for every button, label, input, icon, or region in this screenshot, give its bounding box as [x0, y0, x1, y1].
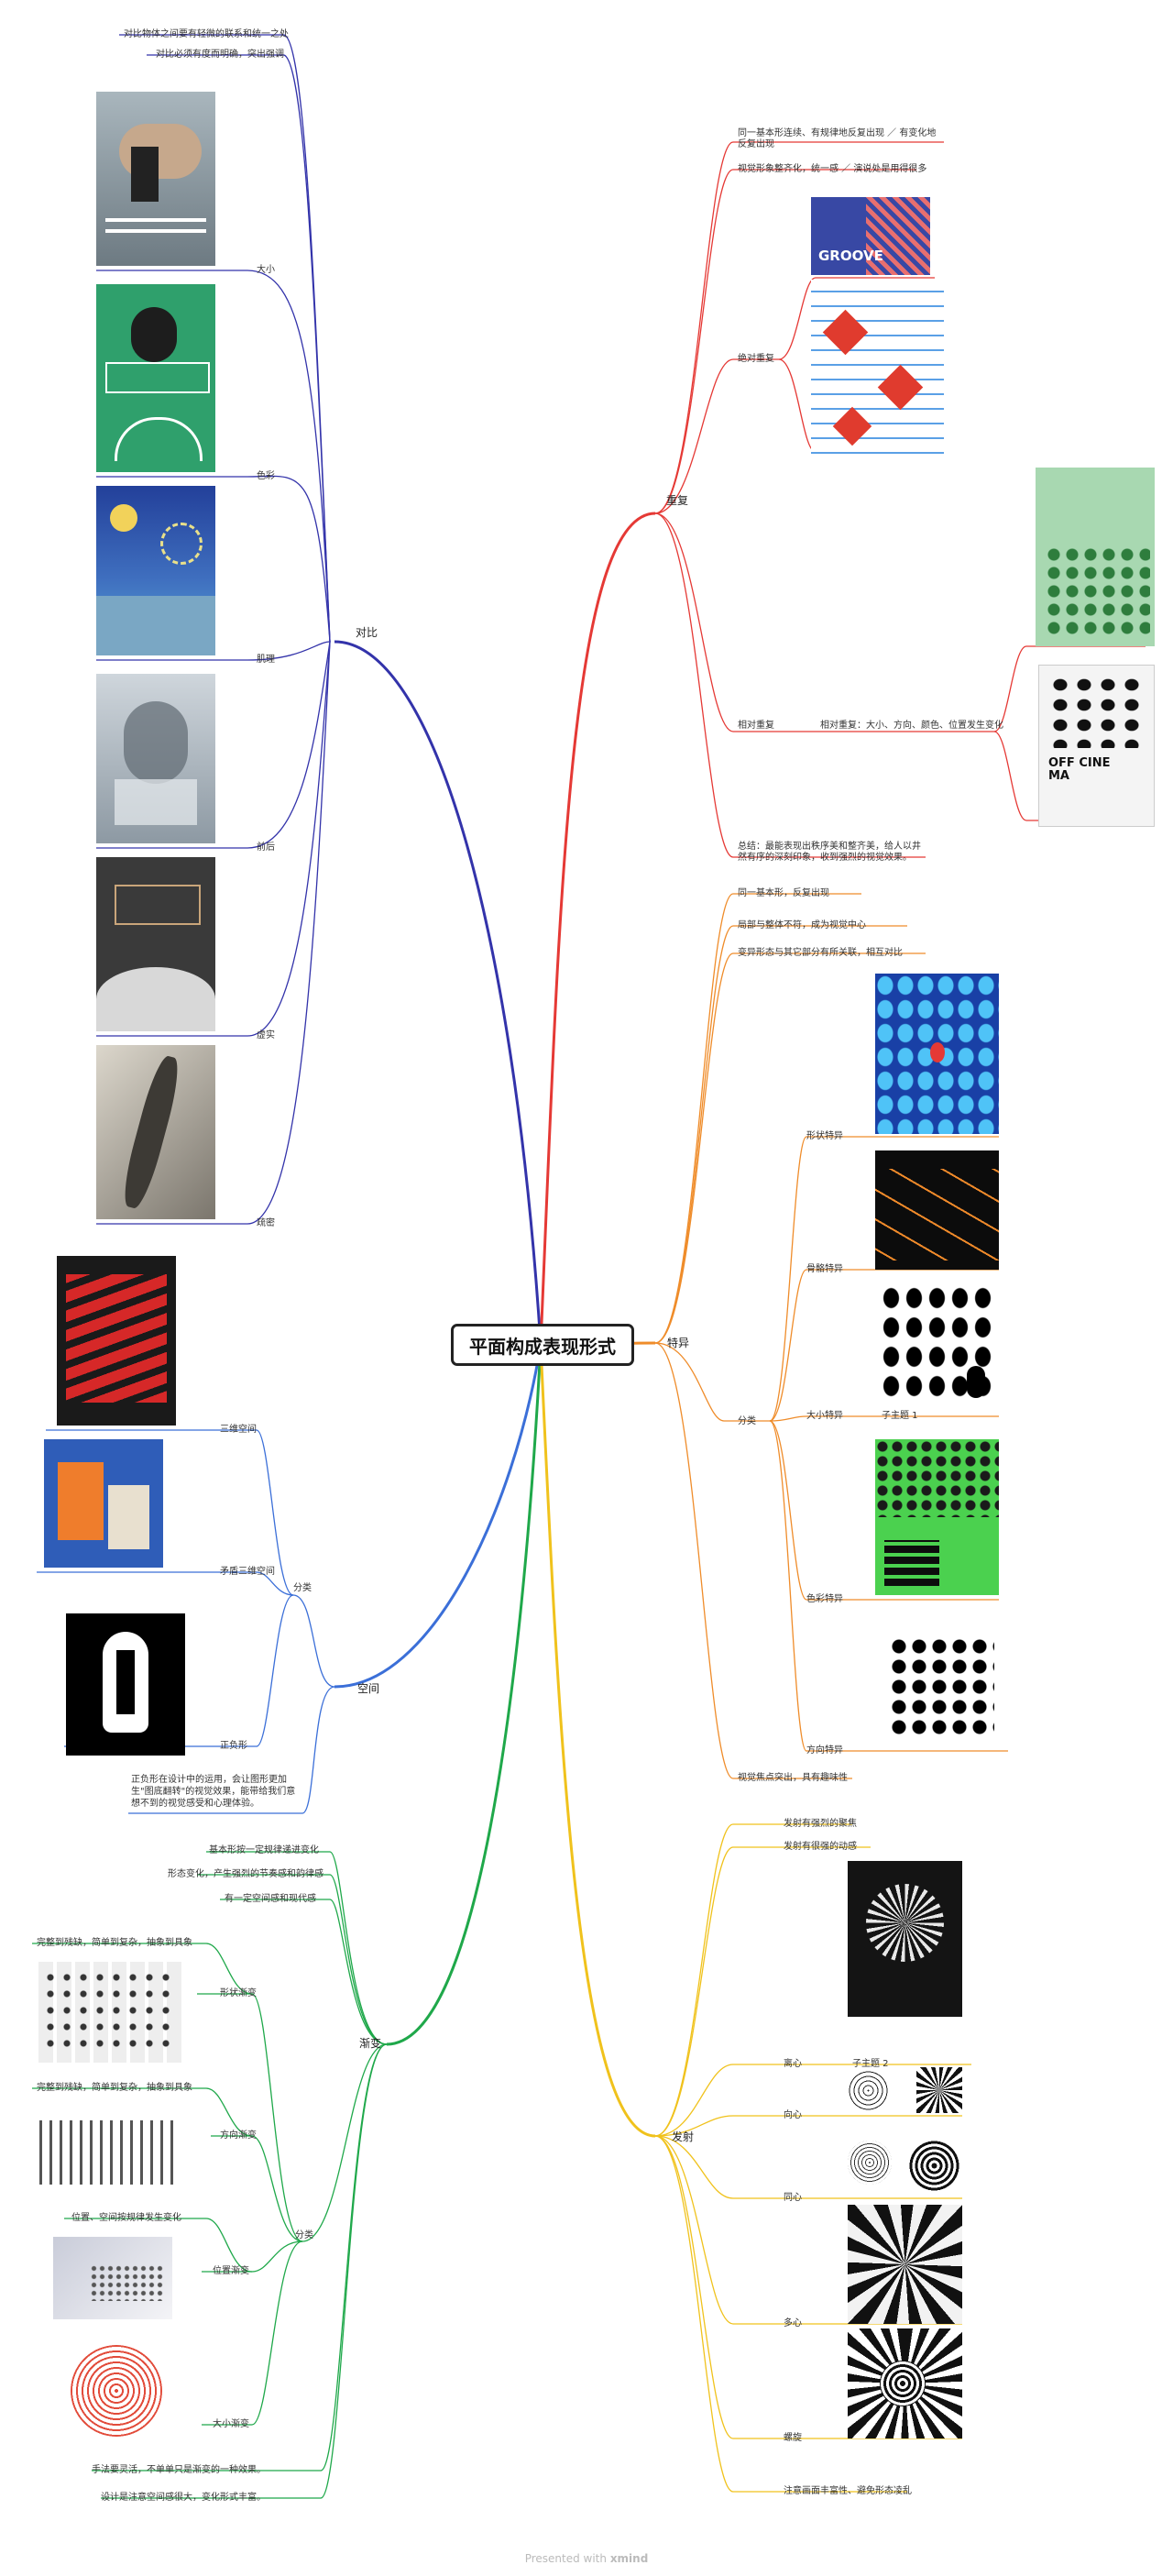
special-size-poster	[875, 1279, 999, 1403]
contrast-front-back-poster	[96, 674, 215, 843]
radiate-concentric-poster-2	[909, 2141, 959, 2191]
special-note-3: 变异形态与其它部分有所关联，相互对比	[738, 948, 903, 958]
contrast-item-solid-void: 虚实	[257, 1030, 275, 1040]
gradient-item-size: 大小渐变	[213, 2419, 249, 2429]
radiate-multicentric-poster	[848, 2205, 962, 2324]
contrast-density-poster	[96, 1045, 215, 1219]
space-item-positive-negative: 正负形	[220, 1741, 247, 1751]
special-note-1: 同一基本形，反复出现	[738, 888, 829, 898]
gradient-note-2: 形态变化，产生强烈的节奏感和韵律感	[168, 1869, 323, 1879]
gradient-shape-poster	[35, 1962, 181, 2063]
gradient-item-position: 位置渐变	[213, 2266, 249, 2276]
special-direction-poster	[889, 1636, 994, 1737]
radiate-spiral-poster	[848, 2328, 962, 2438]
contrast-texture-poster	[96, 486, 215, 655]
contrast-item-size: 大小	[257, 265, 275, 275]
contrast-solid-void-poster	[96, 857, 215, 1031]
special-category: 分类	[738, 1416, 756, 1426]
offcinema-text: OFF CINE MA	[1048, 756, 1111, 783]
presented-with-footer: Presented with xmind	[524, 2552, 649, 2565]
radiate-footer: 注意画面丰富性、避免形态凌乱	[784, 2486, 912, 2496]
groove-text: GROOVE	[818, 248, 883, 264]
branch-repeat[interactable]: 重复	[666, 494, 689, 507]
gradient-item-direction: 方向渐变	[220, 2130, 257, 2141]
gradient-sub-note-2: 完整到残缺，简单到复杂，抽象到具象	[37, 2083, 192, 2093]
contrast-item-density: 疏密	[257, 1218, 275, 1228]
repeat-absolute: 绝对重复	[738, 354, 774, 364]
contrast-item-color: 色彩	[257, 471, 275, 481]
contrast-note-2: 对比必须有度而明确，突出强调	[156, 50, 284, 60]
radiate-note-1: 发射有强烈的聚焦	[784, 1819, 857, 1829]
repeat-offcinema-poster: OFF CINE MA	[1038, 665, 1155, 827]
radiate-item-centripetal: 向心	[784, 2110, 802, 2120]
gradient-footer-note-1: 手法要灵活，不单单只是渐变的一种效果。	[92, 2465, 266, 2475]
special-item-direction: 方向特异	[806, 1745, 843, 1756]
special-footer: 视觉焦点突出，具有趣味性	[738, 1773, 848, 1783]
radiate-item-spiral: 螺旋	[784, 2433, 802, 2443]
repeat-dots-poster	[1036, 468, 1155, 646]
branch-special[interactable]: 特异	[667, 1337, 690, 1349]
radiate-item-centrifugal: 离心	[784, 2059, 802, 2069]
special-item-color: 色彩特异	[806, 1594, 843, 1604]
branch-gradient[interactable]: 渐变	[359, 2037, 382, 2050]
space-positive-negative-poster	[66, 1613, 185, 1756]
space-item-3d: 三维空间	[220, 1425, 257, 1435]
gradient-note-3: 有一定空间感和现代感	[225, 1894, 316, 1904]
repeat-relative-detail: 相对重复：大小、方向、颜色、位置发生变化	[820, 721, 1003, 731]
gradient-note-1: 基本形按一定规律递进变化	[209, 1845, 319, 1855]
space-3d-poster	[57, 1256, 176, 1426]
repeat-groove-poster: GROOVE	[811, 197, 930, 275]
repeat-relative: 相对重复	[738, 721, 774, 731]
radiate-centripetal-poster-2	[916, 2067, 962, 2113]
gradient-category: 分类	[295, 2230, 313, 2240]
special-color-poster	[875, 1439, 999, 1595]
gradient-direction-poster	[35, 2107, 181, 2198]
repeat-note-1: 同一基本形连续、有规律地反复出现 ／ 有变化地反复出现	[738, 128, 937, 149]
branch-contrast[interactable]: 对比	[356, 626, 378, 639]
repeat-fish-poster	[811, 280, 944, 454]
space-paradox-poster	[44, 1439, 163, 1568]
contrast-item-texture: 肌理	[257, 655, 275, 665]
root-topic[interactable]: 平面构成表现形式	[451, 1324, 634, 1366]
contrast-note-1: 对比物体之间要有轻微的联系和统一之处	[124, 29, 289, 39]
xmind-brand[interactable]: xmind	[609, 2552, 649, 2565]
gradient-position-poster	[53, 2237, 172, 2319]
branch-space[interactable]: 空间	[357, 1682, 380, 1695]
radiate-centripetal-poster-1	[848, 2070, 889, 2111]
radiate-concentric-poster-1	[848, 2141, 892, 2185]
contrast-color-poster	[96, 284, 215, 472]
special-item-skeleton: 骨骼特异	[806, 1264, 843, 1274]
radiate-note-2: 发射有很强的动感	[784, 1842, 857, 1852]
contrast-size-poster	[96, 92, 215, 266]
branch-radiate[interactable]: 发射	[672, 2130, 695, 2143]
space-category: 分类	[293, 1583, 312, 1593]
repeat-summary: 总结：最能表现出秩序美和整齐美，给人以井然有序的深刻印象，收到强烈的视觉效果。	[738, 842, 921, 863]
space-item-paradox: 矛盾三维空间	[220, 1567, 275, 1577]
radiate-item-multicentric: 多心	[784, 2318, 802, 2328]
special-skeleton-poster	[875, 1150, 999, 1270]
gradient-size-poster	[57, 2336, 176, 2450]
gradient-footer-note-2: 设计是注意空间感很大，变化形式丰富。	[101, 2493, 266, 2503]
special-subtopic: 子主题 1	[882, 1411, 918, 1421]
gradient-item-shape: 形状渐变	[220, 1988, 257, 1998]
radiate-centrifugal-poster	[848, 1861, 962, 2017]
gradient-sub-note-1: 完整到残缺，简单到复杂，抽象到具象	[37, 1938, 192, 1948]
gradient-sub-note-3: 位置、空间按规律发生变化	[71, 2213, 181, 2223]
repeat-note-2: 视觉形象整齐化，统一感 ／ 演说处是用得很多	[738, 164, 927, 174]
special-shape-poster	[875, 974, 999, 1134]
contrast-item-front-back: 前后	[257, 842, 275, 853]
radiate-subtopic: 子主题 2	[852, 2059, 889, 2069]
special-item-size: 大小特异	[806, 1411, 843, 1421]
special-item-shape: 形状特异	[806, 1131, 843, 1141]
special-note-2: 局部与整体不符，成为视觉中心	[738, 920, 866, 930]
radiate-item-concentric: 同心	[784, 2193, 802, 2203]
space-note: 正负形在设计中的运用，会让图形更加生"图底翻转"的视觉效果，能带给我们意想不到的…	[131, 1775, 296, 1809]
